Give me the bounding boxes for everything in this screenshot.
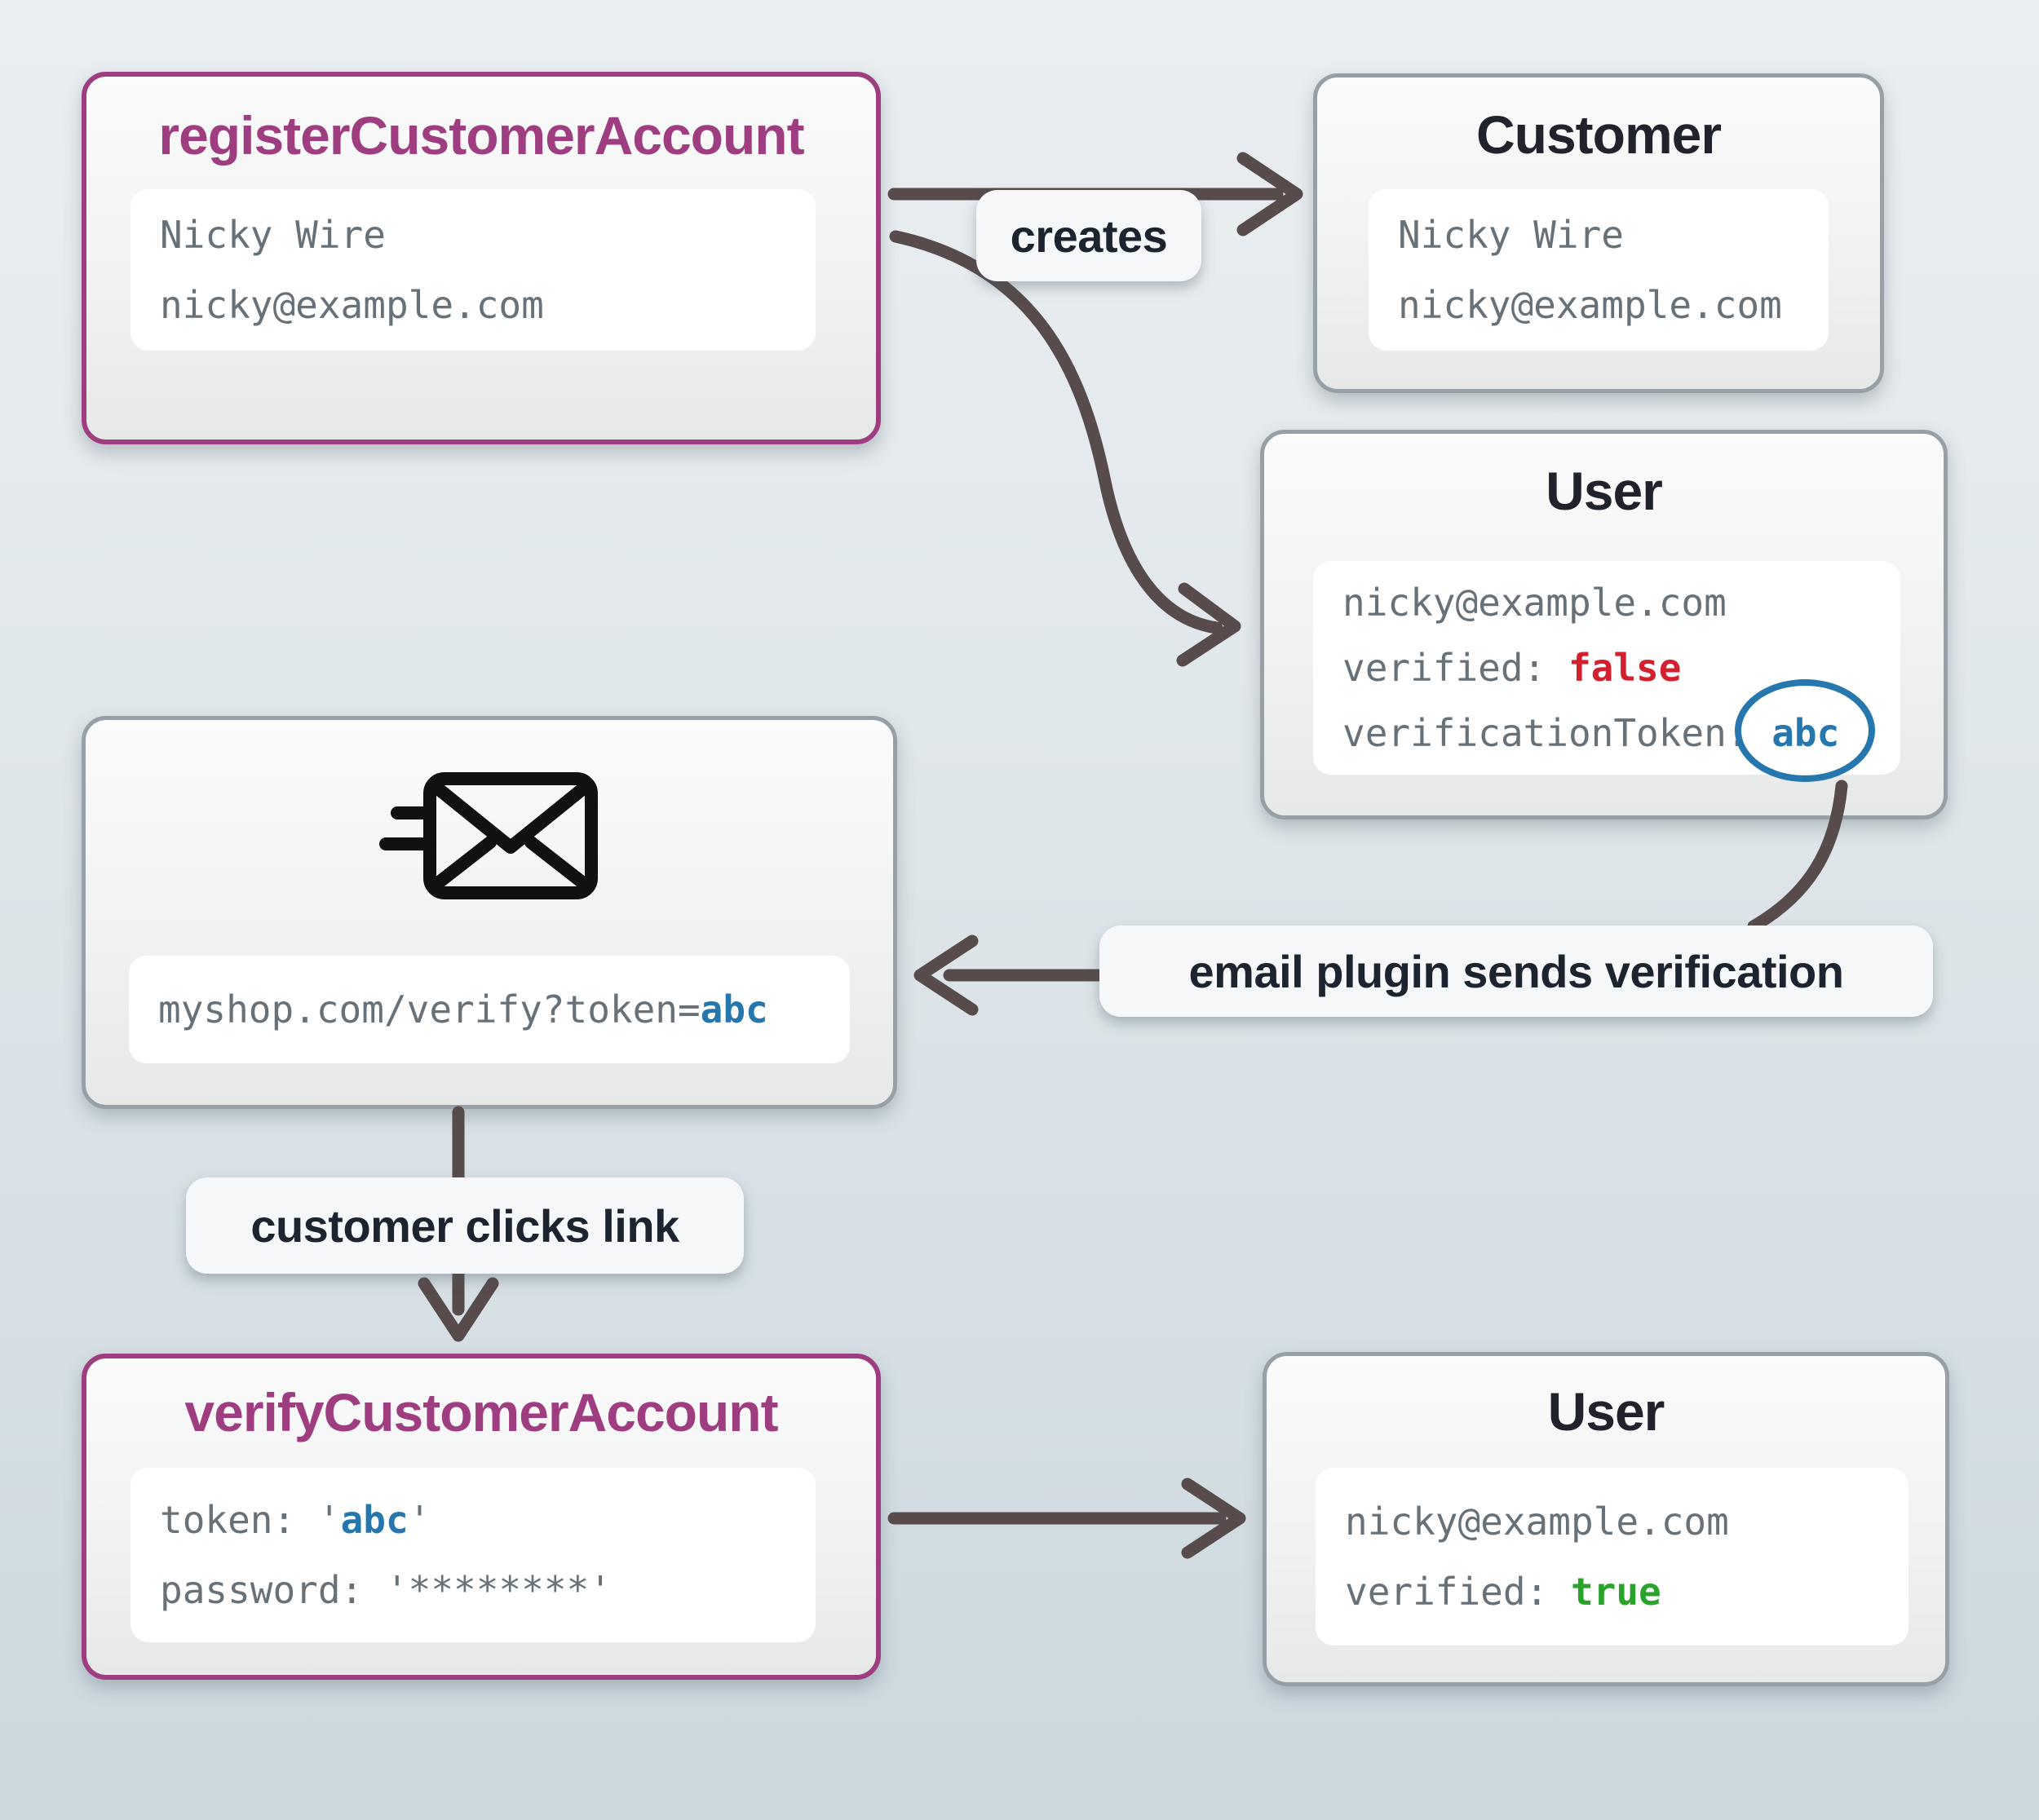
register-customer-email: nicky@example.com (160, 283, 544, 327)
arrow-register-to-user-head (1176, 582, 1241, 667)
verification-link: myshop.com/verify?token=abc (158, 987, 768, 1031)
arrow-register-to-customer-head (1236, 152, 1303, 236)
node-title-user-verified: User (1547, 1381, 1665, 1442)
verified-false-value: false (1568, 646, 1682, 690)
node-register-customer-account: registerCustomerAccount Nicky Wire nicky… (82, 72, 881, 444)
link-token-value: abc (700, 987, 768, 1031)
arrow-email-to-verify-head (418, 1277, 499, 1342)
node-title-customer: Customer (1475, 104, 1722, 165)
node-user-verified: User nicky@example.com verified: true (1263, 1352, 1949, 1686)
node-verification-email: myshop.com/verify?token=abc (82, 716, 897, 1109)
node-title-register: registerCustomerAccount (158, 105, 804, 166)
customer-payload-card: Nicky Wire nicky@example.com (1369, 189, 1829, 351)
token-highlight-ellipse (1735, 679, 1875, 782)
arrow-register-to-user (889, 230, 1223, 634)
edge-label-customer-clicks: customer clicks link (186, 1177, 744, 1274)
verify-payload-card: token: 'abc' password: '********' (130, 1468, 816, 1642)
node-customer-entity: Customer Nicky Wire nicky@example.com (1313, 73, 1884, 393)
password-masked-value: '********' (385, 1568, 612, 1612)
user-verified-verified-line: verified: true (1345, 1570, 1661, 1614)
verify-password-line: password: '********' (160, 1568, 612, 1612)
email-sent-icon (379, 771, 599, 901)
register-customer-name: Nicky Wire (160, 213, 386, 257)
verify-token-line: token: 'abc' (160, 1498, 431, 1542)
edge-label-creates: creates (976, 190, 1201, 281)
user-verified-email: nicky@example.com (1345, 1500, 1729, 1544)
verified-true-value: true (1570, 1570, 1661, 1614)
user-verified-payload-card: nicky@example.com verified: true (1316, 1468, 1909, 1646)
arrow-verify-to-user-head (1181, 1478, 1246, 1559)
register-payload-card: Nicky Wire nicky@example.com (130, 189, 816, 351)
node-title-verify: verifyCustomerAccount (184, 1382, 778, 1442)
email-link-card: myshop.com/verify?token=abc (129, 956, 850, 1063)
user-unverified-verified-line: verified: false (1342, 646, 1682, 690)
arrow-plugin-to-email-head (913, 934, 979, 1016)
verify-token-value: abc (340, 1498, 409, 1542)
edge-label-email-plugin: email plugin sends verification (1099, 925, 1933, 1017)
node-verify-customer-account: verifyCustomerAccount token: 'abc' passw… (82, 1354, 881, 1680)
user-unverified-email: nicky@example.com (1342, 581, 1727, 625)
customer-name: Nicky Wire (1398, 213, 1624, 257)
customer-email: nicky@example.com (1398, 283, 1782, 327)
node-title-user-unverified: User (1546, 461, 1663, 521)
